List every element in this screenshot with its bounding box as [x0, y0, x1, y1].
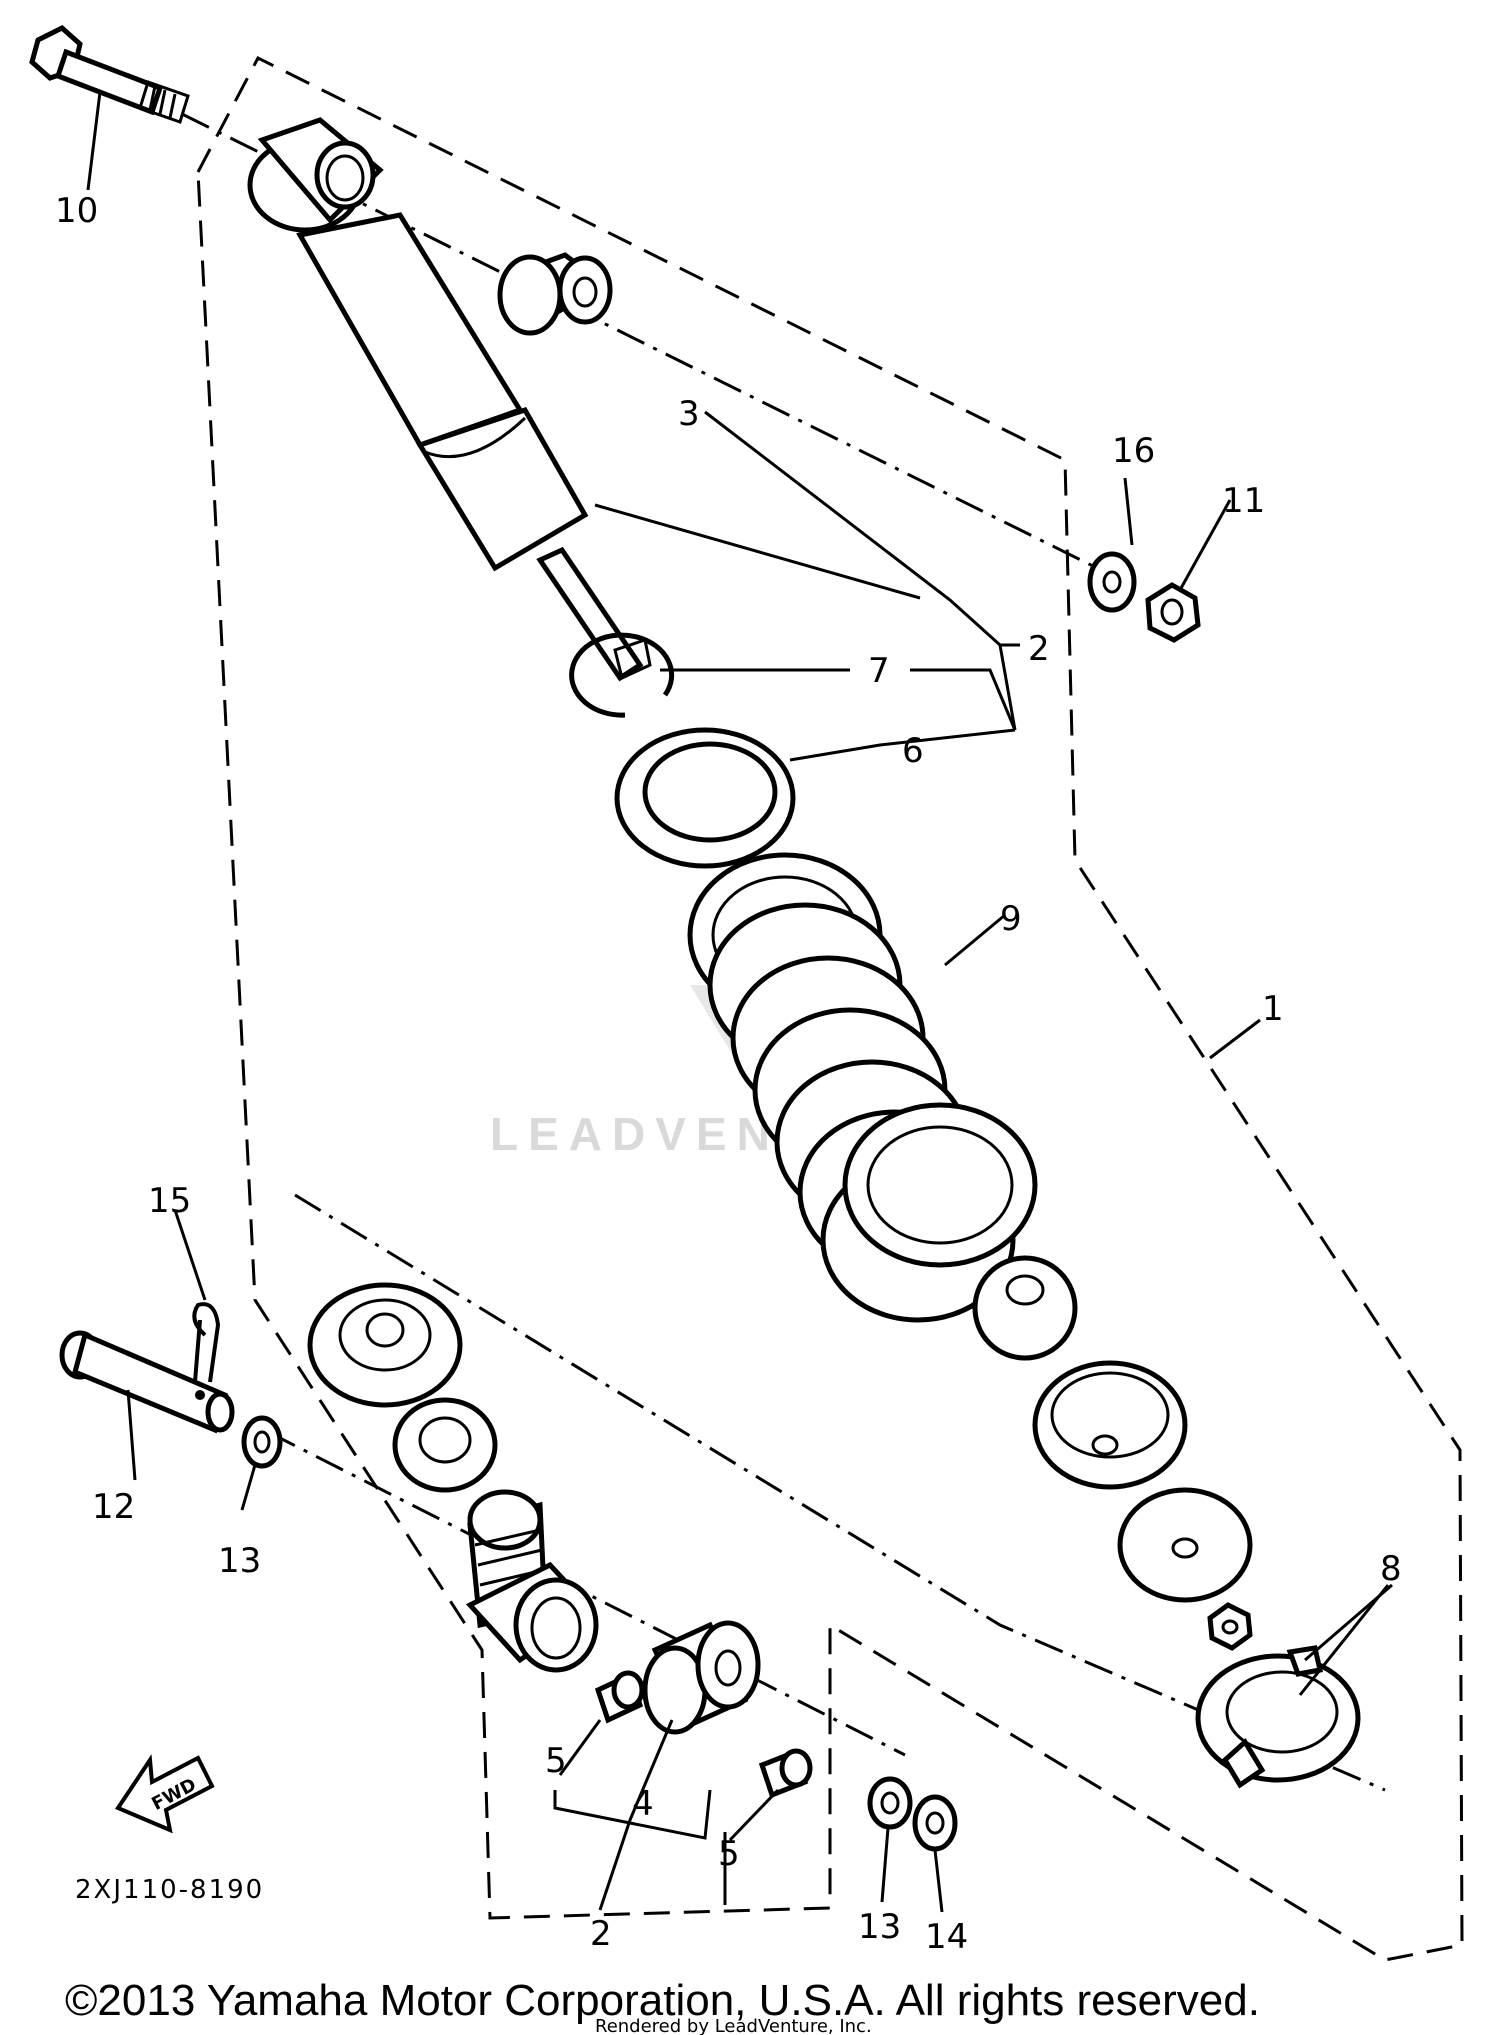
callout-7: 7: [868, 651, 890, 691]
callout-2-top: 2: [1028, 629, 1050, 669]
callout-3: 3: [678, 394, 700, 434]
spring-seat-6: [614, 727, 796, 869]
callout-5-left: 5: [545, 1741, 567, 1781]
callout-11: 11: [1222, 481, 1265, 521]
callout-5-right: 5: [718, 1834, 740, 1874]
copyright-notice: ©2013 Yamaha Motor Corporation, U.S.A. A…: [65, 1976, 1260, 2025]
rendered-by-notice: Rendered by LeadVenture, Inc.: [595, 2016, 872, 2035]
leader-lines: [86, 91, 1393, 1913]
forward-arrow-icon: FWD: [114, 1754, 215, 1834]
lower-spring-seat: [307, 1282, 463, 1408]
assembly-outline-dashed: [196, 56, 1464, 1962]
bump-rubber: [972, 1255, 1078, 1361]
washer-16: [1087, 551, 1137, 613]
small-nut: [1207, 1602, 1253, 1651]
callout-4: 4: [632, 1784, 654, 1824]
washer-14: [912, 1794, 958, 1852]
callout-12: 12: [92, 1487, 135, 1527]
lower-axis-line: [267, 1430, 906, 1757]
shock-absorber-body: [247, 117, 652, 682]
callout-8: 8: [1380, 1549, 1402, 1589]
bushing-3: [497, 252, 613, 336]
diagram-part-code: 2XJ110-8190: [75, 1875, 264, 1905]
washer-13-left: [241, 1415, 283, 1469]
callout-2-bottom: 2: [590, 1914, 612, 1954]
stop-plate: [1117, 1487, 1253, 1603]
callout-14: 14: [925, 1917, 968, 1957]
collar-cup: [1032, 1360, 1188, 1490]
callout-10: 10: [55, 191, 98, 231]
callout-13-left: 13: [218, 1541, 261, 1581]
bushing-4: [642, 1620, 761, 1735]
spring-adjuster-8: [1195, 1645, 1361, 1789]
bolt-12: [59, 1330, 235, 1434]
bolt-10: [29, 25, 190, 124]
collar-5-left: [594, 1670, 645, 1724]
collar-5-right: [758, 1748, 813, 1799]
coil-spring-9: [687, 852, 1038, 1323]
callout-13-right: 13: [858, 1907, 901, 1947]
callout-16: 16: [1112, 431, 1155, 471]
washer-13-right: [867, 1776, 913, 1830]
callout-6: 6: [902, 731, 924, 771]
nut-11: [1145, 582, 1201, 643]
callout-1: 1: [1262, 989, 1284, 1029]
callout-9: 9: [1000, 899, 1022, 939]
callout-15: 15: [148, 1181, 191, 1221]
damper-rubber: [392, 1397, 498, 1493]
cotter-pin-15: [192, 1302, 221, 1383]
circlip-7: [569, 632, 675, 718]
lower-mounting-eye: [465, 1489, 599, 1673]
